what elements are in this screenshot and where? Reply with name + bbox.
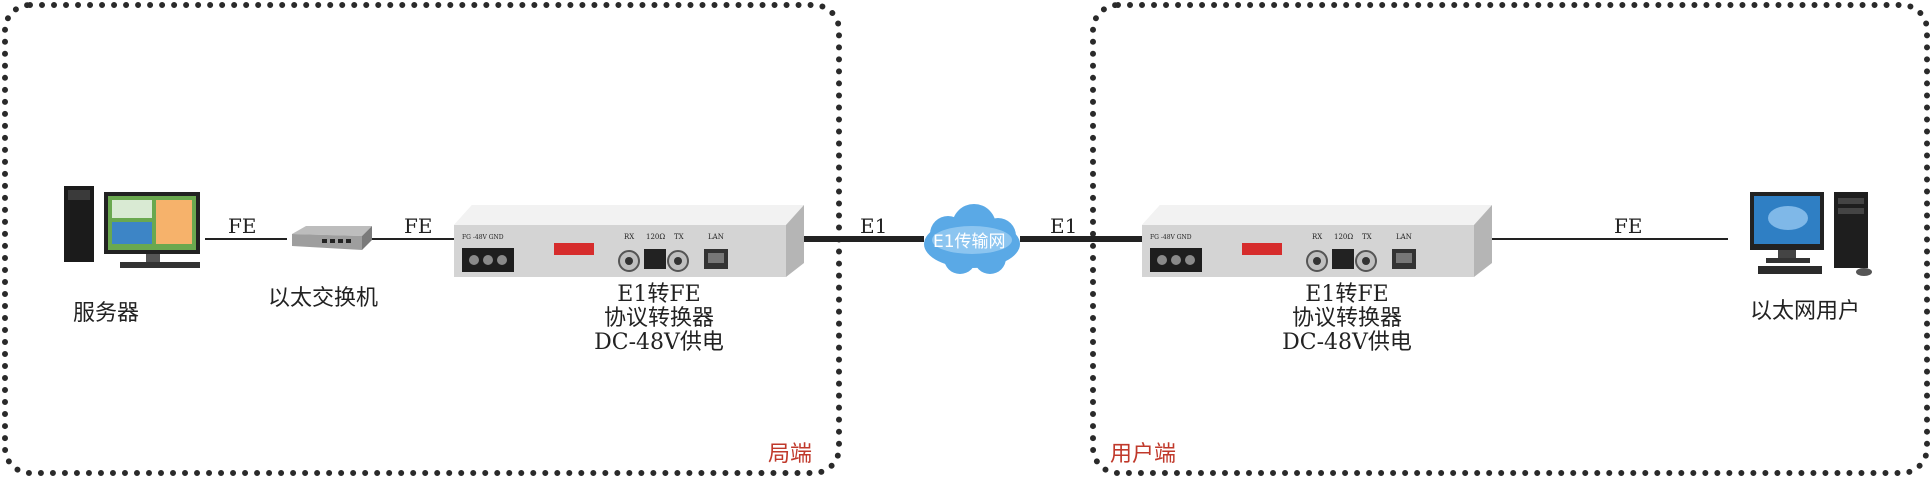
remote-converter-caption-2: 协议转换器 [1291,306,1402,331]
ethernet-user-pc-icon [1748,188,1878,278]
server-switch-link-label: FE [228,214,257,238]
server-switch-link [205,238,287,240]
remote-tx-label: TX [1362,233,1372,241]
user-pc-label: 以太网用户 [1750,299,1861,324]
remote-terminal-label: FG -48V GND [1150,234,1192,241]
remote-converter-caption-1: E1转FE [1305,282,1389,307]
remote-protocol-converter-icon [1142,203,1492,279]
remote-user-link [1492,238,1728,240]
server-label: 服务器 [73,301,140,326]
remote-120-label: 120Ω [1334,233,1354,241]
ethernet-switch-icon [292,224,372,252]
local-converter-caption-3: DC-48V供电 [594,330,724,355]
local-converter-caption-1: E1转FE [617,282,701,307]
switch-converter-link [372,238,456,240]
switch-label: 以太交换机 [268,286,379,311]
local-converter-caption-2: 协议转换器 [603,306,714,331]
server-icon [60,180,210,275]
local-side-label: 局端 [768,442,813,467]
local-lan-label: LAN [708,233,724,241]
remote-user-link-label: FE [1614,214,1643,238]
cloud-remote-link-label: E1 [1050,214,1078,238]
remote-lan-label: LAN [1396,233,1412,241]
e1-network-label: E1传输网 [933,232,1006,252]
local-120-label: 120Ω [646,233,666,241]
local-cloud-link-label: E1 [860,214,888,238]
cloud-remote-link [1020,236,1144,242]
local-protocol-converter-icon [454,203,804,279]
local-tx-label: TX [674,233,684,241]
remote-converter-caption-3: DC-48V供电 [1282,330,1412,355]
switch-converter-link-label: FE [404,214,433,238]
local-cloud-link [804,236,924,242]
user-side-label: 用户端 [1110,442,1177,467]
e1-network-cloud-icon [918,200,1026,278]
local-terminal-label: FG -48V GND [462,234,504,241]
local-rx-label: RX [624,233,635,241]
remote-rx-label: RX [1312,233,1323,241]
